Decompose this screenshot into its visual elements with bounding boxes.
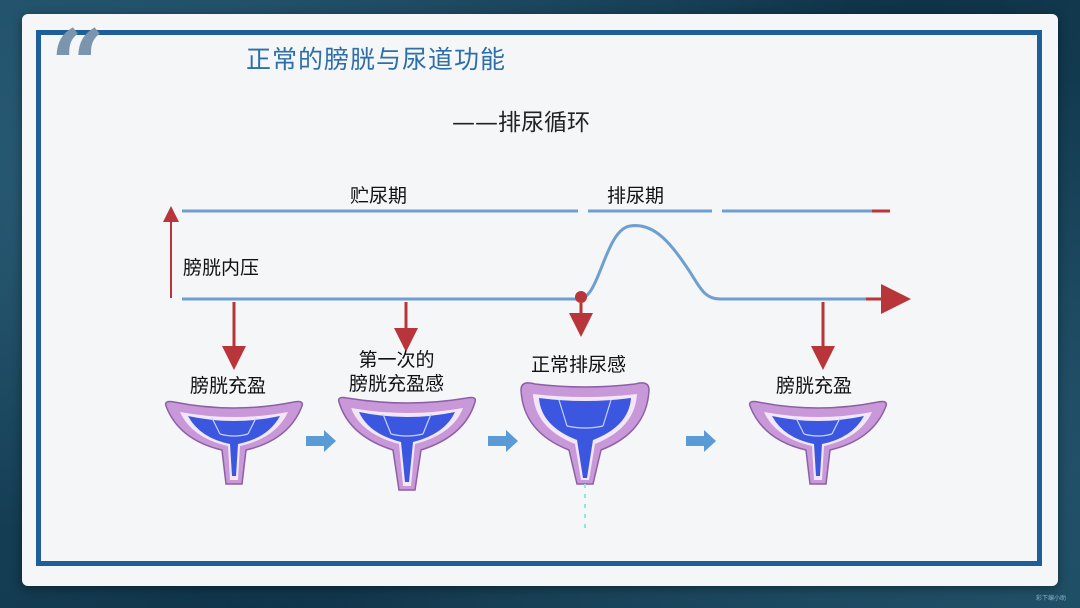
bladder-illustration-1	[164, 400, 304, 485]
watermark-text: 彩下编小助	[1035, 595, 1066, 602]
flow-arrow-3	[686, 430, 716, 452]
slide-frame	[36, 30, 1042, 566]
voiding-start-point	[575, 291, 587, 303]
flow-arrow-2	[488, 430, 518, 452]
stage-label-4: 膀胱充盈	[776, 375, 853, 397]
pressure-curve	[182, 224, 868, 301]
slide-title: 正常的膀胱与尿道功能	[246, 45, 507, 74]
slide-subtitle: ——排尿循环	[452, 110, 590, 136]
stage-label-3: 正常排尿感	[531, 354, 627, 376]
phase-label-storage: 贮尿期	[350, 185, 408, 207]
bladder-illustration-4	[748, 400, 888, 485]
quote-mark-icon: “	[50, 9, 106, 122]
phase-label-voiding: 排尿期	[607, 185, 665, 207]
bladder-illustration-3	[520, 382, 650, 530]
stage-label-1: 膀胱充盈	[190, 375, 267, 397]
bladder-illustration-2	[337, 396, 477, 491]
stage-label-2: 第一次的 膀胱充盈感	[349, 349, 445, 395]
y-axis-label: 膀胱内压	[183, 257, 260, 279]
flow-arrow-1	[306, 430, 336, 452]
